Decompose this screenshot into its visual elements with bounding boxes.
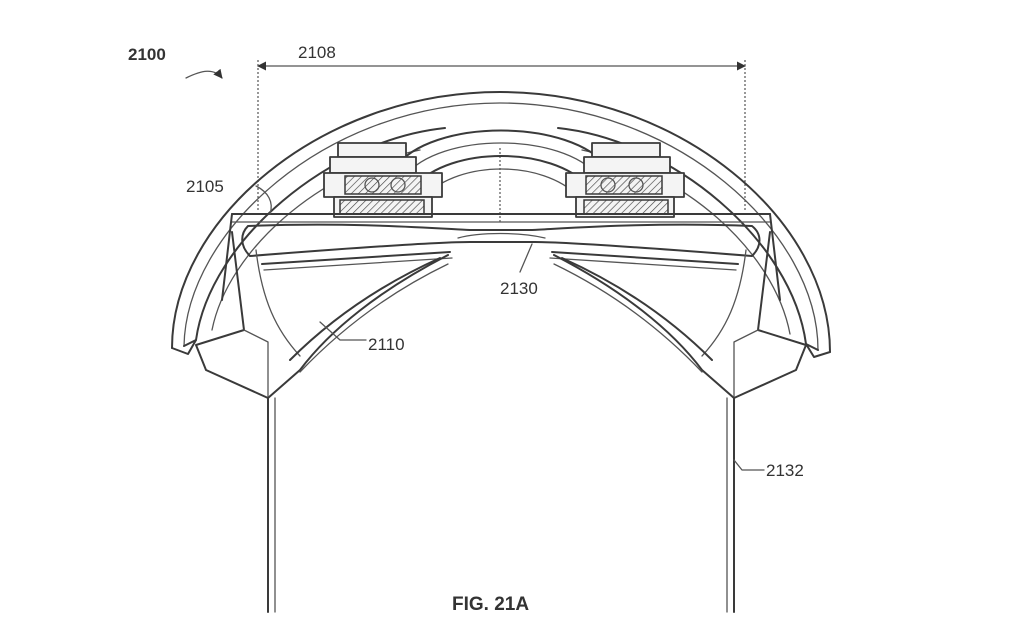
label-lens: 2110: [368, 335, 405, 354]
left-display-module: [323, 142, 443, 218]
label-assembly: 2100: [128, 45, 166, 64]
figure-caption: FIG. 21A: [452, 594, 529, 615]
width-dimension: [257, 60, 746, 222]
right-display-module: [565, 142, 685, 218]
label-frame: 2105: [186, 177, 224, 196]
leader-lines: [185, 68, 765, 471]
right-side-wing: [553, 231, 807, 399]
left-side-wing: [195, 231, 449, 399]
label-width: 2108: [298, 43, 336, 62]
head-strap: [267, 397, 735, 613]
frame-plate: [221, 213, 781, 301]
label-center: 2130: [500, 279, 538, 298]
label-strap: 2132: [766, 461, 804, 480]
lens-body: [241, 223, 761, 271]
